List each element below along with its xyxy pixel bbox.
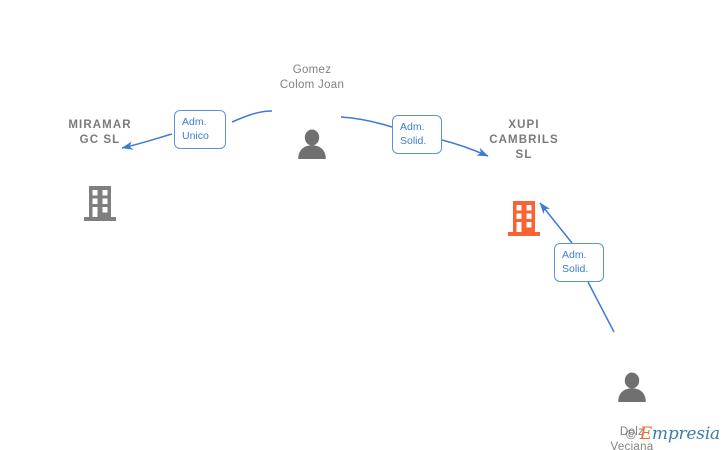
watermark-empresia: © Empresia [626, 424, 720, 444]
node-dolz-veciana-jovita[interactable]: Dolz Veciana Jovita [572, 336, 692, 450]
brand-initial: E [639, 424, 652, 444]
relation-label-adm-solid-gomez-xupi[interactable]: Adm. Solid. [392, 115, 442, 154]
person-icon [252, 111, 372, 164]
copyright-icon: © [626, 426, 636, 442]
building-icon [464, 181, 584, 242]
node-label-xupi: XUPI CAMBRILS SL [489, 119, 559, 161]
node-gomez-colom-joan[interactable]: Gomez Colom Joan [252, 45, 372, 182]
edge-line-dolz-to-solid-low [587, 281, 615, 333]
brand-rest: mpresia [651, 424, 720, 444]
relation-label-adm-unico[interactable]: Adm. Unico [174, 110, 226, 149]
node-label-dolz: Dolz Veciana Jovita [610, 426, 654, 450]
person-icon [572, 354, 692, 407]
relation-label-adm-solid-dolz-xupi[interactable]: Adm. Solid. [554, 243, 604, 282]
edge-line-gomez-to-unico [231, 110, 273, 123]
node-miramar-gc-sl[interactable]: MIRAMAR GC SL [40, 100, 160, 245]
node-label-miramar: MIRAMAR GC SL [68, 119, 132, 146]
node-label-gomez: Gomez Colom Joan [279, 64, 345, 91]
building-icon [40, 166, 160, 227]
edge-line-solid-low-to-xupi [539, 202, 573, 244]
edge-line-solid-mid-to-xupi [441, 139, 489, 157]
edge-line-unico-to-miramar [121, 133, 173, 150]
brand-wordmark: Empresia [639, 424, 721, 444]
edge-line-gomez-to-solid-mid [340, 116, 393, 128]
node-xupi-cambrils-sl[interactable]: XUPI CAMBRILS SL [464, 100, 584, 260]
